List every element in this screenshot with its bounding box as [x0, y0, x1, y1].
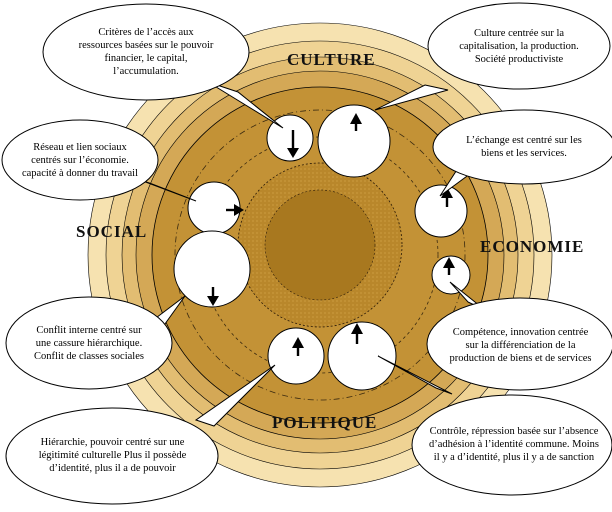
- callout-bubble: [5, 407, 219, 505]
- node-culture-left: [266, 114, 314, 162]
- node-economie-bottom: [431, 255, 471, 295]
- callout-politique-left: Hiérarchie, pouvoir centré sur une légit…: [30, 422, 195, 488]
- callout-bubble: [1, 119, 159, 201]
- arrow-right-icon: [226, 204, 244, 216]
- callout-bubble: [42, 3, 250, 101]
- sector-label-politique: POLITIQUE: [272, 413, 378, 432]
- callout-bubble: [427, 2, 611, 90]
- arrow-up-icon: [292, 337, 304, 356]
- arrow-down-icon: [287, 130, 299, 158]
- ring-dotted-2: [201, 136, 439, 374]
- callout-social-top: Réseau et lien sociaux centrés sur l’éco…: [20, 128, 140, 192]
- node-economie-top: [414, 184, 468, 238]
- callout-bubble: [426, 297, 612, 391]
- node-culture-right: [317, 104, 391, 178]
- node-social-top: [187, 181, 241, 235]
- callout-text: L’échange est centré sur les biens et le…: [466, 135, 582, 159]
- sector-label-economie: ECONOMIE: [480, 237, 585, 256]
- node-politique-left: [267, 327, 325, 385]
- callout-social-bottom: Conflit interne centré sur une cassure h…: [30, 310, 148, 376]
- arrow-up-icon: [443, 257, 455, 275]
- callout-tail: [377, 355, 453, 395]
- ring-dotted-1: [174, 109, 466, 401]
- callout-economie-bottom: Compétence, innovation centrée sur la di…: [448, 316, 593, 374]
- callout-tail: [374, 84, 449, 111]
- callout-text: Hiérarchie, pouvoir centré sur une légit…: [38, 436, 187, 474]
- callout-economie-top: L’échange est centré sur les biens et le…: [458, 124, 590, 170]
- callout-text: Conflit interne centré sur une cassure h…: [34, 324, 144, 362]
- node-social-bottom: [173, 230, 251, 308]
- callout-text: Compétence, innovation centrée sur la di…: [449, 326, 592, 364]
- arrow-down-icon: [207, 287, 219, 306]
- callout-tail: [207, 81, 284, 129]
- arrow-up-icon: [351, 323, 363, 344]
- callout-bubble: [411, 394, 612, 496]
- callout-tail: [194, 364, 276, 427]
- callout-culture-right: Culture centrée sur la capitalisation, l…: [448, 20, 590, 72]
- sector-label-culture: CULTURE: [287, 50, 376, 69]
- callout-text: Culture centrée sur la capitalisation, l…: [459, 27, 579, 65]
- callout-text: Réseau et lien sociaux centrés sur l’éco…: [21, 141, 139, 179]
- callout-text: Critères de l’accès aux ressources basée…: [78, 27, 214, 77]
- node-politique-right: [327, 321, 397, 391]
- arrow-up-icon: [350, 113, 362, 131]
- sector-label-social: SOCIAL: [76, 222, 148, 241]
- core-inner: [264, 189, 376, 301]
- callout-bubble: [5, 296, 173, 390]
- arrow-up-icon: [441, 187, 453, 207]
- callout-bubble: [432, 109, 612, 185]
- callout-culture-left: Critères de l’accès aux ressources basée…: [78, 20, 214, 84]
- callout-text: Contrôle, répression basée sur l’absence…: [428, 425, 599, 463]
- callout-politique-right: Contrôle, répression basée sur l’absence…: [426, 408, 602, 480]
